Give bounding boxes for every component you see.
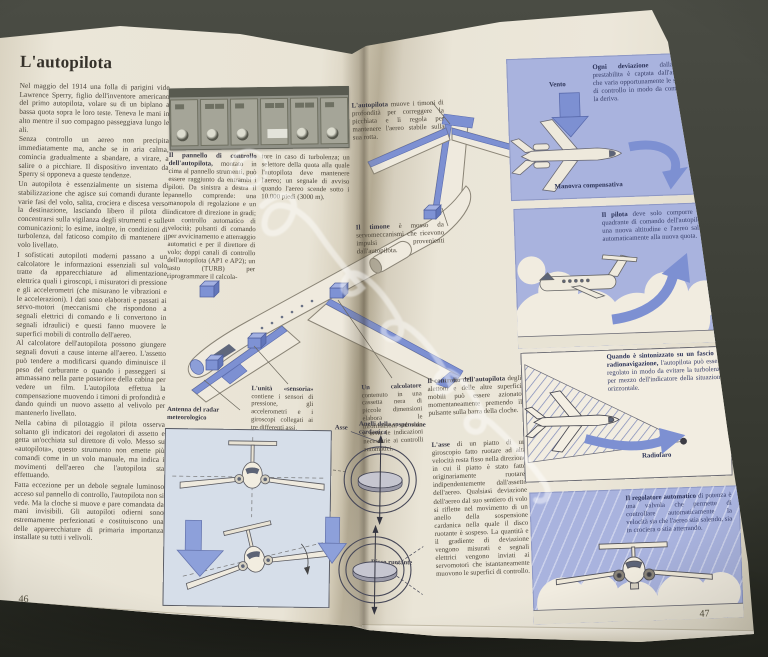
wind-label: Vento	[548, 81, 566, 89]
panel-radio-beam: Quando è sintonizzato su un fascio di ra…	[520, 345, 733, 483]
radio-beacon-label: Radiofaro	[641, 451, 672, 460]
panel-caption: Quando è sintonizzato su un fascio di ra…	[606, 349, 724, 393]
right-page-number: 47	[699, 608, 710, 620]
computer-caption: Un calcolatorecontenuto in una cassetta …	[361, 382, 424, 453]
